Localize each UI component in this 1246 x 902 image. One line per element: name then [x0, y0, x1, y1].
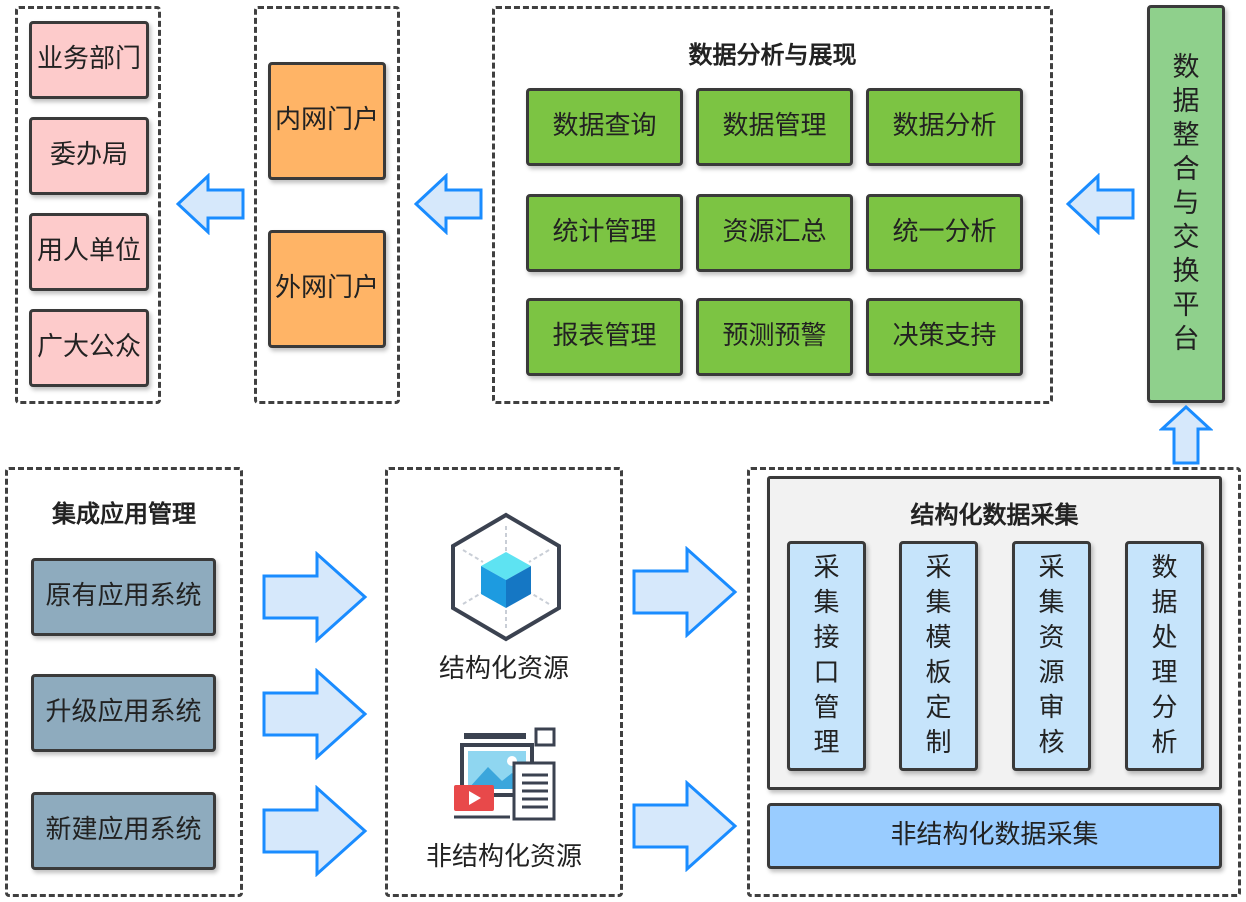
analysis-data-analysis[interactable]: 数据分析 [866, 88, 1023, 166]
arrow-right-icon [262, 785, 368, 877]
unstructured-collection-bar[interactable]: 非结构化数据采集 [767, 803, 1222, 869]
arrow-left-icon [414, 173, 484, 235]
app-existing-system[interactable]: 原有应用系统 [31, 558, 216, 636]
portal-internet[interactable]: 外网门户 [268, 230, 386, 348]
collection-processing-label: 数据处理分析 [1151, 553, 1178, 758]
analysis-resource-summary[interactable]: 资源汇总 [696, 194, 853, 272]
user-public[interactable]: 广大公众 [29, 309, 149, 387]
structured-collection-title: 结构化数据采集 [910, 501, 1079, 529]
unstructured-resource-label: 非结构化资源 [425, 842, 582, 872]
collection-template-label: 采集模板定制 [925, 553, 952, 758]
analysis-unified-analysis[interactable]: 统一分析 [866, 194, 1023, 272]
user-business-dept[interactable]: 业务部门 [29, 21, 149, 99]
arrow-left-icon [176, 173, 246, 235]
analysis-report-management[interactable]: 报表管理 [526, 298, 683, 376]
portal-intranet[interactable]: 内网门户 [268, 62, 386, 180]
arrow-right-icon [632, 780, 738, 872]
structured-resource-label: 结构化资源 [438, 654, 569, 684]
app-new-system[interactable]: 新建应用系统 [31, 792, 216, 870]
arrow-left-icon [1066, 173, 1136, 235]
platform-label: 数据整合与交换平台 [1172, 52, 1200, 355]
analysis-statistics-management[interactable]: 统计管理 [526, 194, 683, 272]
analysis-forecast-warning[interactable]: 预测预警 [696, 298, 853, 376]
collection-template-customization[interactable]: 采集模板定制 [899, 541, 978, 771]
analysis-data-query[interactable]: 数据查询 [526, 88, 683, 166]
arrow-right-icon [262, 668, 368, 760]
app-upgraded-system[interactable]: 升级应用系统 [31, 674, 216, 752]
arrow-up-icon [1159, 405, 1213, 465]
analysis-data-management[interactable]: 数据管理 [696, 88, 853, 166]
cube-icon [449, 512, 563, 646]
data-integration-platform[interactable]: 数据整合与交换平台 [1147, 5, 1225, 403]
collection-resource-review[interactable]: 采集资源审核 [1012, 541, 1091, 771]
arrow-right-icon [262, 551, 368, 643]
collection-data-processing[interactable]: 数据处理分析 [1125, 541, 1204, 771]
collection-review-label: 采集资源审核 [1038, 553, 1065, 758]
collection-interface-management[interactable]: 采集接口管理 [787, 541, 866, 771]
app-management-title: 集成应用管理 [52, 500, 196, 528]
user-employer[interactable]: 用人单位 [29, 213, 149, 291]
media-document-icon [454, 725, 560, 827]
analysis-panel-title: 数据分析与展现 [688, 41, 857, 69]
arrow-right-icon [632, 546, 738, 638]
user-committee-bureau[interactable]: 委办局 [29, 117, 149, 195]
analysis-decision-support[interactable]: 决策支持 [866, 298, 1023, 376]
resources-panel: 结构化资源 非结构化资源 [385, 467, 623, 897]
collection-interface-label: 采集接口管理 [813, 553, 840, 758]
